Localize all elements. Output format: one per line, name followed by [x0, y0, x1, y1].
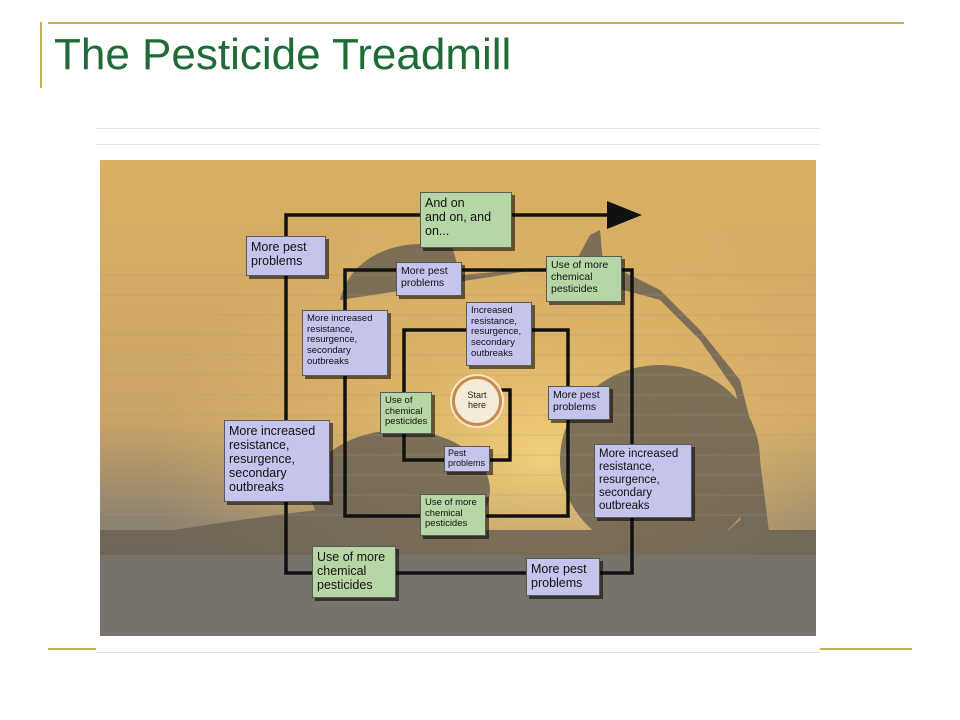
more-increased-resistance-box: More increased resistance, resurgence, s… — [302, 310, 388, 376]
pest-problems-box: Pest problems — [444, 446, 490, 472]
spiral-ring-1 — [402, 328, 570, 500]
figure-frame-line — [96, 652, 820, 653]
more-increased-resistance-box: More increased resistance, resurgence, s… — [594, 444, 692, 518]
tractor-sunset-photo: Start here And on and on, and on... More… — [100, 160, 816, 636]
slide-title: The Pesticide Treadmill — [54, 30, 512, 79]
spiral-arrows — [284, 201, 642, 575]
bottom-rule-right — [820, 648, 912, 650]
use-more-pesticides-box: Use of more chemical pesticides — [546, 256, 622, 302]
and-on-box: And on and on, and on... — [420, 192, 512, 248]
figure-frame-line — [96, 128, 820, 129]
use-chemical-pesticides-box: Use of chemical pesticides — [380, 392, 432, 434]
more-pest-problems-box: More pest problems — [548, 386, 610, 420]
top-rule — [48, 22, 904, 24]
increased-resistance-box: Increased resistance, resurgence, second… — [466, 302, 532, 366]
spiral-ring-3 — [284, 201, 642, 575]
more-pest-problems-box: More pest problems — [246, 236, 326, 276]
field-ground — [100, 555, 816, 636]
bottom-rule-left — [48, 648, 96, 650]
left-rule — [40, 22, 42, 88]
more-increased-resistance-box: More increased resistance, resurgence, s… — [224, 420, 330, 502]
figure-frame-line — [96, 144, 820, 145]
start-here-circle: Start here — [452, 376, 502, 426]
use-more-pesticides-box: Use of more chemical pesticides — [420, 494, 486, 536]
spiral-ring-2 — [343, 268, 634, 560]
use-more-pesticides-box: Use of more chemical pesticides — [312, 546, 396, 598]
treadmill-figure: Start here And on and on, and on... More… — [96, 128, 820, 654]
more-pest-problems-box: More pest problems — [396, 262, 462, 296]
more-pest-problems-box: More pest problems — [526, 558, 600, 596]
